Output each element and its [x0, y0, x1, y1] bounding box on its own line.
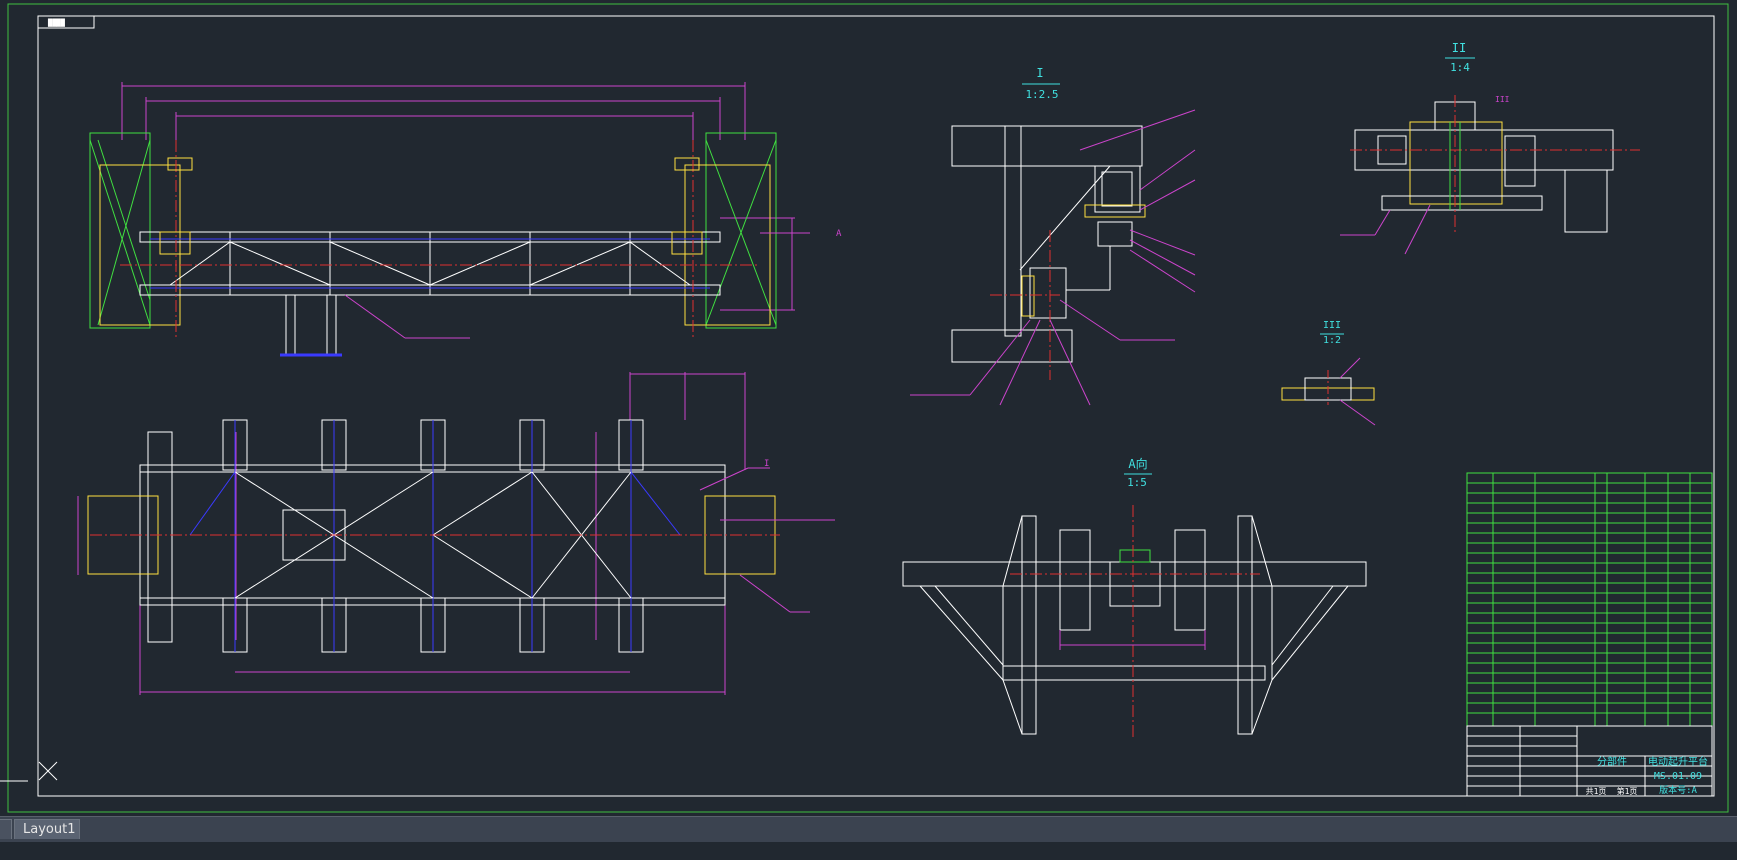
title-page: 第1页 — [1617, 786, 1638, 796]
detail-iii-view[interactable]: III 1:2 — [1281, 320, 1376, 426]
callout-a: A — [836, 229, 842, 239]
ucs-icon — [0, 761, 58, 782]
detail-iii-scale: 1:2 — [1323, 335, 1341, 346]
frame-tag: ████ — [47, 18, 66, 27]
view-a[interactable]: A向 1:5 — [902, 456, 1367, 740]
front-view[interactable]: A — [89, 82, 842, 357]
tab-model[interactable]: 模型 — [0, 819, 12, 857]
parts-list-table[interactable] — [1466, 472, 1713, 727]
callout-iii-marker: III — [1495, 95, 1510, 104]
frame-tag-box — [37, 15, 95, 29]
title-block[interactable]: 分部件 电动起升平台 MS.01.09 版本号:A 共1页 第1页 — [1466, 725, 1713, 797]
drawing-frame — [37, 15, 1715, 797]
detail-iii-title: III — [1323, 320, 1341, 331]
tab-layout1[interactable]: Layout1 — [14, 819, 80, 839]
plan-view[interactable]: I — [77, 372, 835, 695]
drawing-canvas[interactable]: ████ — [0, 0, 1737, 816]
title-drawing-title: 电动起升平台 — [1648, 755, 1708, 768]
detail-ii-title: II — [1452, 41, 1466, 55]
detail-i-view[interactable]: I 1:2.5 — [910, 66, 1196, 406]
view-a-scale: 1:5 — [1127, 476, 1147, 489]
detail-i-title: I — [1036, 66, 1043, 80]
title-part-type: 分部件 — [1597, 755, 1627, 768]
layout-tab-bar: 模型 Layout1 — [0, 816, 1737, 857]
detail-ii-scale: 1:4 — [1450, 61, 1470, 74]
detail-ii-view[interactable]: II 1:4 III — [1340, 41, 1640, 255]
view-a-title: A向 — [1128, 456, 1147, 471]
detail-i-scale: 1:2.5 — [1025, 88, 1058, 101]
callout-i: I — [764, 459, 769, 469]
title-sheet: 共1页 — [1586, 787, 1607, 796]
title-version: 版本号:A — [1659, 784, 1697, 796]
title-drawing-number: MS.01.09 — [1654, 771, 1702, 782]
sheet-border — [7, 3, 1729, 813]
